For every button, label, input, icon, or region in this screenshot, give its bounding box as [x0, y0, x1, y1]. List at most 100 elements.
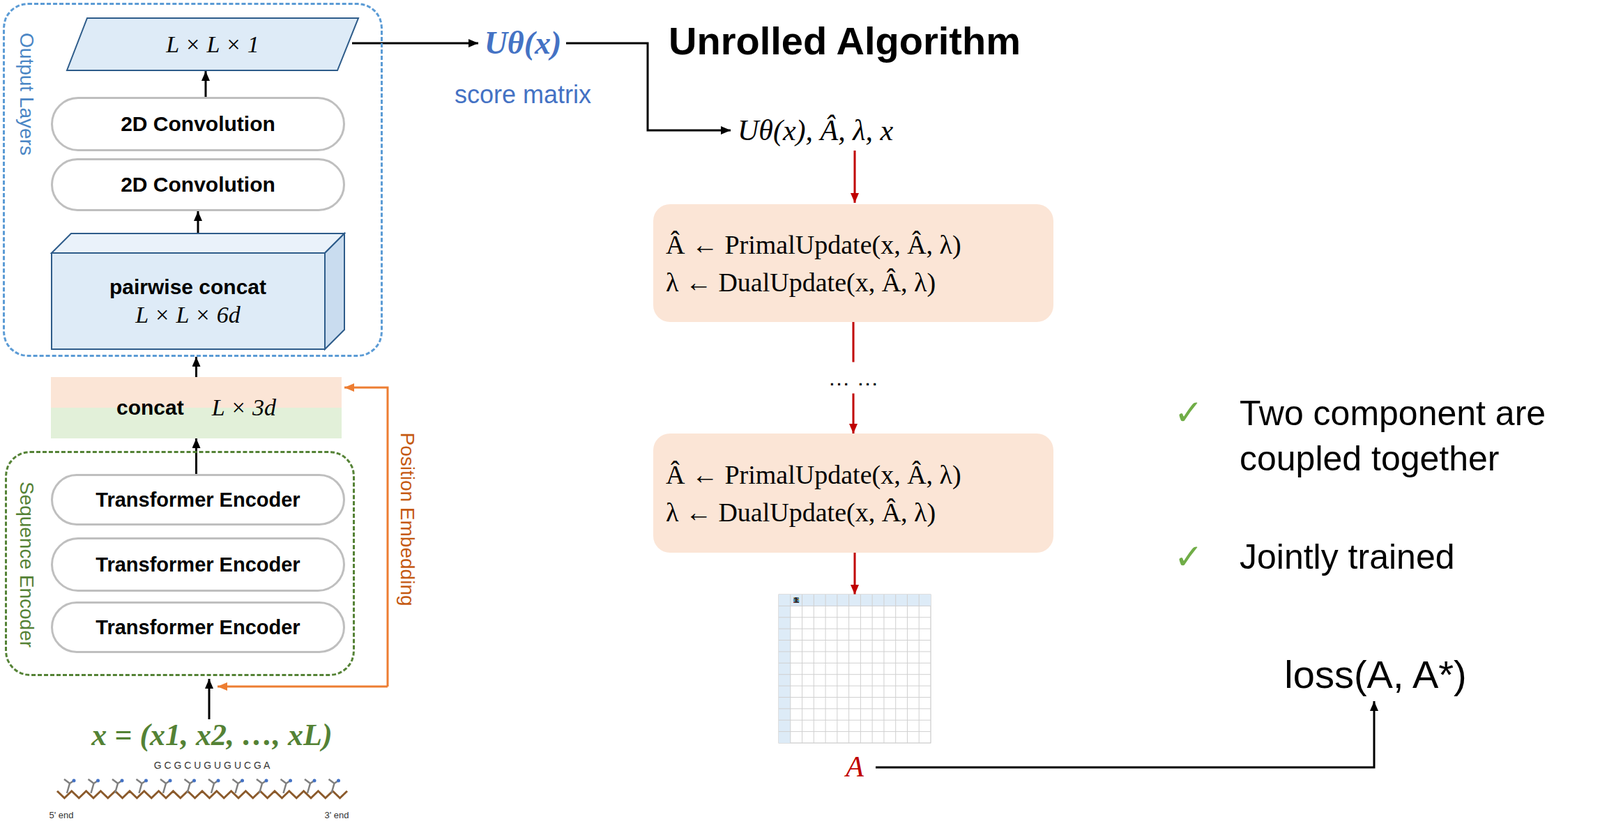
box-label: Â ← PrimalUpdate(x, Â, λ) [665, 229, 962, 261]
grid-line [778, 720, 931, 721]
box-label: λ ← DualUpdate(x, Â, λ) [665, 497, 936, 528]
output-arrow [352, 42, 479, 45]
grid-line [918, 594, 920, 744]
atom [288, 779, 293, 783]
grid-line [789, 594, 791, 744]
concat-band: concat L × 3d [50, 377, 342, 439]
grid-line [883, 594, 885, 744]
cube-side [324, 233, 345, 350]
rna-molecule [57, 779, 348, 799]
grid-line [907, 594, 908, 744]
diagram-title: Unrolled Algorithm [668, 18, 1021, 64]
update-box: Â ← PrimalUpdate(x, Â, λ) λ ← DualUpdate(… [653, 204, 1054, 323]
atom [96, 779, 100, 783]
grid-line [872, 594, 873, 744]
grid-line [778, 674, 931, 675]
grid-line [778, 605, 931, 607]
conv-box: 2D Convolution [50, 96, 346, 152]
pairwise-concat-block: pairwise concatL × L × 6d [50, 232, 346, 350]
check-mark: ✓ [1174, 537, 1204, 578]
update-box: Â ← PrimalUpdate(x, Â, λ) λ ← DualUpdate(… [653, 433, 1054, 553]
position-embedding-arrow [217, 686, 388, 689]
grid-line [778, 686, 931, 687]
score-symbol: Uθ(x) [484, 25, 562, 63]
grid-line [860, 594, 862, 744]
atom [168, 779, 173, 783]
input-sequence: x = (x1, x2, …, xL) [91, 718, 332, 754]
group-title: Output Layers [15, 32, 38, 156]
atom [216, 779, 221, 783]
box-label: concat [116, 395, 185, 420]
output-layers-group: L × L × 1 2D Convolution 2D Convolution pai… [2, 2, 383, 357]
grid-line [895, 594, 896, 744]
atom [240, 779, 245, 783]
grid-line [848, 594, 850, 744]
box-label: Â ← PrimalUpdate(x, Â, λ) [665, 459, 962, 491]
box-label: 2D Convolution [120, 172, 276, 197]
grid-line [778, 663, 931, 664]
transformer-box: Transformer Encoder [50, 474, 346, 526]
box-label: L × L × 6d [135, 301, 240, 329]
conv-box: 2D Convolution [50, 158, 346, 212]
box-label: Transformer Encoder [95, 553, 300, 577]
note-text: Two component are coupled together [1239, 391, 1592, 482]
cube-front [51, 253, 325, 350]
grid-line [778, 651, 931, 652]
sequence-encoder-group: Transformer EncoderTransformer EncoderTr… [4, 451, 355, 677]
matrix-base-letter: 1 [794, 596, 799, 606]
atom [313, 779, 317, 783]
loss-arrow [875, 701, 1375, 768]
matrix-header [778, 594, 931, 607]
connector-arrow [204, 71, 208, 97]
grid-line [801, 594, 803, 744]
grid-line [778, 616, 931, 618]
note-text: Jointly trained [1239, 537, 1455, 578]
group-title: Sequence Encoder [15, 481, 38, 648]
connector-arrow [854, 552, 857, 595]
algorithm-input: Uθ(x), Â, λ, x [737, 113, 894, 148]
box-label: Transformer Encoder [95, 488, 300, 512]
edge-label: … … [824, 362, 884, 394]
init-arrow [854, 150, 857, 203]
contact-matrix: A [778, 594, 931, 744]
atom [72, 779, 76, 783]
score-layer: L × L × 1 [66, 17, 360, 72]
atom [120, 779, 125, 783]
check-mark: ✓ [1174, 393, 1204, 434]
backbone [57, 791, 348, 799]
atom [336, 779, 341, 783]
atom [144, 779, 148, 783]
connector-arrow [195, 438, 198, 475]
matrix-header [778, 594, 791, 744]
atom [192, 779, 196, 783]
end-label: 5' end [48, 810, 74, 822]
box-label: L × 3d [211, 394, 277, 422]
box-label: Transformer Encoder [95, 616, 300, 640]
matrix-frame [778, 594, 931, 744]
grid-line [778, 697, 931, 698]
grid-line [778, 628, 931, 630]
sequence-letters: G C G C U G U G U C G A [154, 759, 270, 772]
grid-line [836, 594, 838, 744]
grid-line [778, 640, 931, 641]
grid-line [778, 731, 931, 733]
box-label: 2D Convolution [120, 112, 276, 136]
loss-label: loss(A, A*) [1284, 652, 1467, 698]
input-arrow [208, 679, 211, 720]
matrix-symbol: A [845, 750, 864, 784]
end-label: 3' end [324, 810, 349, 822]
box-label: λ ← DualUpdate(x, Â, λ) [665, 267, 936, 298]
transformer-box: Transformer Encoder [50, 601, 346, 654]
position-embedding-label: Position Embedding [395, 432, 419, 606]
parallelogram [66, 18, 359, 71]
grid-line [813, 594, 815, 744]
box-label: L × L × 1 [165, 31, 259, 58]
connector-arrow [197, 211, 200, 233]
matrix-outline [778, 594, 931, 744]
grid-line [778, 708, 931, 710]
grid-line [825, 594, 827, 744]
transformer-box: Transformer Encoder [50, 537, 346, 592]
cube-top [51, 233, 345, 254]
atom [264, 779, 269, 783]
